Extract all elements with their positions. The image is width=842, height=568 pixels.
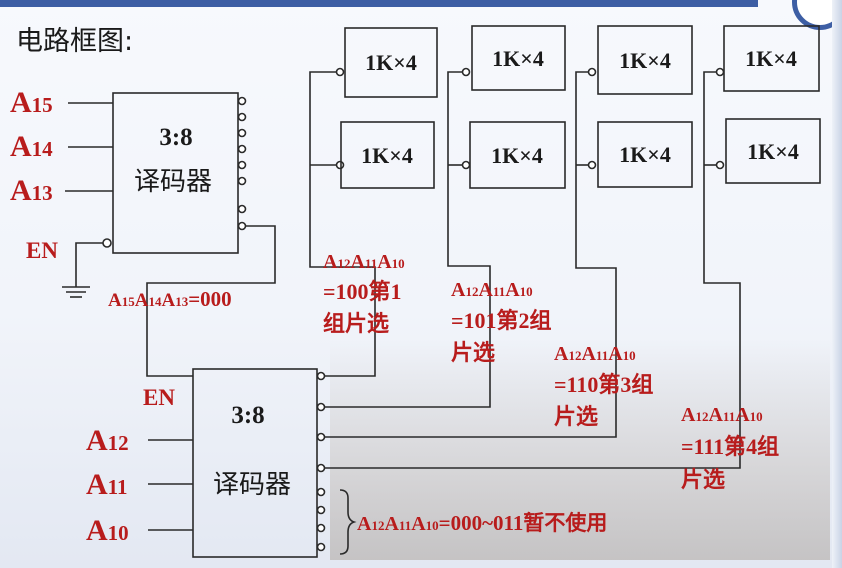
group-1-value: =100第1 <box>323 279 402 304</box>
group-4-value: =111第4组 <box>681 434 779 459</box>
chip-1-2-label: 1K×4 <box>361 143 413 168</box>
decoder-bottom-box <box>192 368 318 558</box>
slide-title: 电路框图: <box>16 26 133 57</box>
decoder-bottom-subtitle: 译码器 <box>213 470 291 500</box>
unused-outputs-note: A12A11A10=000~011暂不使用 <box>357 511 607 535</box>
chip-4-2 <box>725 118 821 184</box>
title-bar <box>0 0 758 7</box>
chip-2-1 <box>471 25 566 91</box>
decoder-bottom-title: 3:8 <box>231 402 264 429</box>
group-2-desc: 片选 <box>451 340 495 365</box>
group-3-desc: 片选 <box>554 404 598 429</box>
chip-1-1 <box>344 27 438 98</box>
input-a10: A10 <box>86 514 129 547</box>
chip-1-2 <box>340 121 435 189</box>
input-a13: A13 <box>10 174 53 207</box>
chip-4-1-label: 1K×4 <box>745 46 797 71</box>
group-2-address: A12A11A10 <box>451 279 533 301</box>
chip-4-1 <box>723 25 820 92</box>
decoder-top-title: 3:8 <box>159 124 192 151</box>
right-edge-stripe <box>832 0 842 568</box>
chip-3-2 <box>597 121 693 188</box>
chip-3-2-label: 1K×4 <box>619 142 671 167</box>
input-a15: A15 <box>10 86 53 119</box>
chip-2-2-label: 1K×4 <box>491 143 543 168</box>
decoder-top-subtitle: 译码器 <box>134 167 212 197</box>
group-1-desc: 组片选 <box>323 311 389 336</box>
background-building <box>330 340 830 560</box>
chip-3-1 <box>597 25 693 95</box>
group-4-address: A12A11A10 <box>681 404 763 426</box>
chip-1-1-label: 1K×4 <box>365 50 417 75</box>
input-a11: A11 <box>86 468 128 501</box>
group-4-desc: 片选 <box>681 467 725 492</box>
group-3-address: A12A11A10 <box>554 343 636 365</box>
group-1-address: A12A11A10 <box>323 251 405 273</box>
en-label-bottom: EN <box>143 385 175 410</box>
decoder-top-box <box>112 92 239 254</box>
chip-3-1-label: 1K×4 <box>619 48 671 73</box>
input-a12: A12 <box>86 424 129 457</box>
input-a14: A14 <box>10 130 53 163</box>
chip-2-2 <box>469 121 566 189</box>
en-label-top: EN <box>26 238 58 263</box>
chip-2-1-label: 1K×4 <box>492 46 544 71</box>
chip-4-2-label: 1K×4 <box>747 139 799 164</box>
top-condition-label: A15A14A13=000 <box>108 287 232 311</box>
group-3-value: =110第3组 <box>554 372 653 397</box>
group-2-value: =101第2组 <box>451 308 552 333</box>
